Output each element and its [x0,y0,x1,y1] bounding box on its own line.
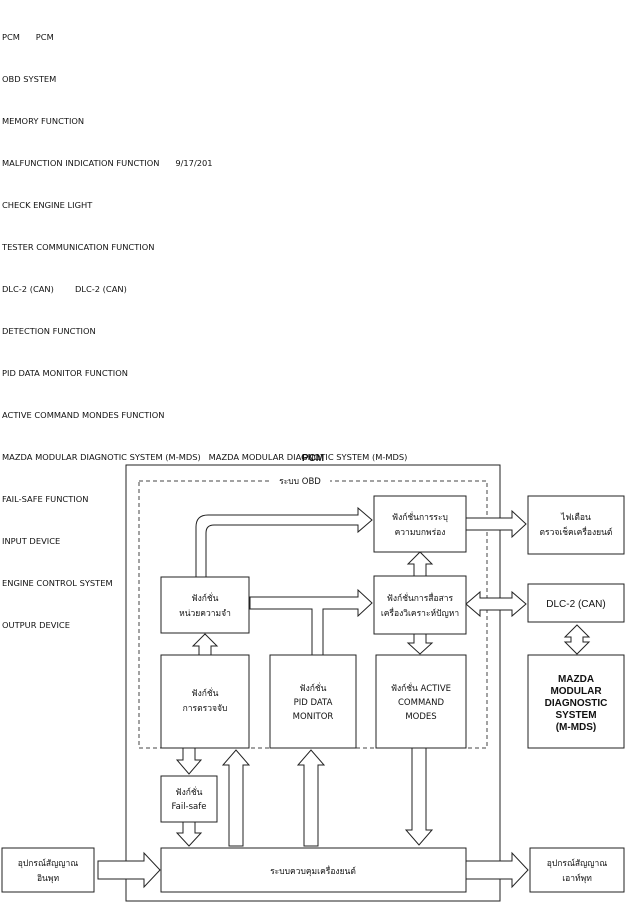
input-to-engine-arrow [97,851,161,889]
tester-communication-box [373,575,467,635]
dlc-box [527,583,625,623]
pid-label-1: ฟังก์ชั่น [300,682,327,694]
pid-label-2: PID DATA [294,698,333,708]
mmds-label-2: MODULAR [550,686,602,697]
mmds-box [527,654,625,749]
tester-dlc-double-arrow [465,590,527,618]
malfunction-indication-box [373,495,467,553]
input-label-2: อินพุท [37,874,60,884]
output-label-2: เอาท์พุท [562,873,592,884]
output-device-box [529,847,625,893]
dlc-label: DLC-2 (CAN) [546,599,605,610]
mmds-label-1: MAZDA [558,674,594,685]
malfunction-to-light-arrow [465,509,527,539]
legend-list: PCM PCM OBD SYSTEM MEMORY FUNCTION MALFU… [2,2,407,646]
pid-monitor-box [269,654,357,749]
detection-to-failsafe-arrow [175,747,203,775]
engine-to-output-arrow [465,851,529,889]
legend-line: DETECTION FUNCTION [2,326,96,336]
detection-function-box [160,654,250,749]
check-engine-light-box [527,495,625,555]
tester-label-2: เครื่องวิเคราะห์ปัญหา [381,607,459,619]
mmds-label-3: DIAGNOSTIC [545,698,608,709]
dlc-mmds-double-arrow [563,624,591,655]
legend-line: ENGINE CONTROL SYSTEM [2,578,113,588]
malfunction-label-2: ความบกพร่อง [395,528,446,538]
tester-to-malfunction-arrow [406,551,434,577]
engine-to-detection-arrow [221,749,251,847]
engine-to-pid-arrow [296,749,326,847]
legend-line: TESTER COMMUNICATION FUNCTION [2,242,155,252]
active-to-engine-arrow [404,747,434,846]
tester-to-active-arrow [406,633,434,655]
memory-to-malfunction-arrow [195,506,373,578]
legend-line: PID DATA MONITOR FUNCTION [2,368,128,378]
legend-line: OBD SYSTEM [2,74,57,84]
obd-title: ระบบ OBD [279,477,321,487]
detection-to-memory-arrow [191,633,219,656]
legend-line: MEMORY FUNCTION [2,116,85,126]
active-command-box [375,654,467,749]
active-label-2: COMMAND [398,698,444,708]
failsafe-to-engine-arrow [175,821,203,847]
legend-line: MALFUNCTION INDICATION FUNCTION 9/17/201 [2,158,213,168]
memory-function-box [160,576,250,634]
mmds-label-5: (M-MDS) [556,722,597,733]
malfunction-label-1: ฟังก์ชั่นการระบุ [392,511,448,523]
input-label-1: อุปกรณ์สัญญาณ [18,858,79,869]
active-label-1: ฟังก์ชั่น ACTIVE [391,682,451,694]
engine-label: ระบบควบคุมเครื่องยนต์ [270,865,356,877]
memory-label-2: หน่วยความจำ [179,609,231,619]
memory-to-tester-arrow [249,588,373,656]
engine-control-box [160,847,467,893]
failsafe-label-2: Fail-safe [172,802,207,812]
pid-label-3: MONITOR [293,712,334,722]
pcm-title: PCM [302,453,324,464]
check-engine-label-1: ไฟเตือน [560,512,591,523]
active-label-3: MODES [405,712,436,722]
legend-line: INPUT DEVICE [2,536,61,546]
obd-title-bg [270,475,330,487]
output-label-1: อุปกรณ์สัญญาณ [547,858,608,869]
failsafe-box [160,775,218,823]
legend-line: MAZDA MODULAR DIAGNOTIC SYSTEM (M-MDS) M… [2,452,408,462]
detection-label-2: การตรวจจับ [183,704,228,714]
detection-label-1: ฟังก์ชั่น [192,687,219,699]
legend-line: FAIL-SAFE FUNCTION [2,494,89,504]
memory-label-1: ฟังก์ชั่น [192,592,219,604]
tester-label-1: ฟังก์ชั่นการสื่อสาร [387,592,454,604]
legend-line: CHECK ENGINE LIGHT [2,200,93,210]
input-device-box [1,847,95,893]
mmds-label-4: SYSTEM [555,710,596,721]
legend-line: DLC-2 (CAN) DLC-2 (CAN) [2,284,127,294]
legend-line: PCM PCM [2,32,54,42]
check-engine-label-2: ตรวจเช็คเครื่องยนต์ [540,526,613,538]
legend-line: ACTIVE COMMAND MONDES FUNCTION [2,410,165,420]
legend-line: OUTPUR DEVICE [2,620,70,630]
failsafe-label-1: ฟังก์ชั่น [176,786,203,798]
